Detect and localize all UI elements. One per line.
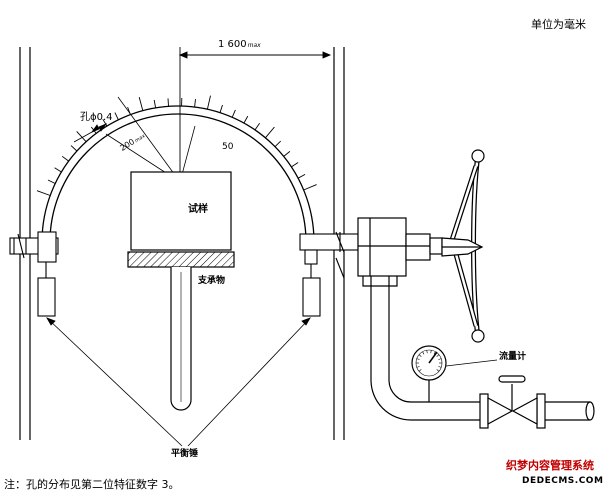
- support-label: 支承物: [198, 277, 225, 286]
- left-counterweight: [38, 262, 55, 316]
- arc-tick: [139, 97, 143, 111]
- arc-tick: [220, 105, 223, 113]
- hole-label: 孔ϕ0.4: [80, 113, 113, 123]
- arc-tick: [284, 151, 290, 156]
- arc-tick: [232, 110, 235, 117]
- arc-tick: [195, 99, 196, 107]
- tick-50-label: 50: [222, 143, 233, 152]
- arc-tick: [48, 180, 55, 184]
- arc-tick: [37, 191, 50, 196]
- watermark-text: 织梦内容管理系统: [506, 460, 594, 471]
- arc-tick: [291, 163, 298, 167]
- handwheel: [430, 150, 484, 342]
- arc-tick: [255, 123, 260, 130]
- valve: [480, 376, 545, 428]
- support-plate: [128, 252, 234, 267]
- arc-tick: [71, 146, 77, 151]
- pipe-housing: [358, 218, 430, 276]
- arc-tick: [207, 96, 210, 110]
- arc-tick: [244, 116, 248, 123]
- arc-tick: [115, 113, 119, 120]
- arc-tick: [154, 100, 155, 108]
- arc-tick: [55, 168, 62, 172]
- arc-tick: [304, 185, 317, 190]
- specimen-box: [131, 172, 231, 250]
- supply-pipe: [363, 276, 594, 420]
- dimension-value: 1 600: [218, 39, 247, 50]
- dimension-label: 1 600max: [218, 40, 261, 50]
- watermark-url: DEDECMS.COM: [522, 477, 603, 486]
- arc-tick: [298, 174, 305, 178]
- arc-tick: [62, 156, 68, 161]
- arc-tick: [275, 141, 281, 147]
- dimension-line: [180, 47, 330, 180]
- right-pivot: [300, 232, 358, 278]
- arc-tick: [168, 98, 169, 106]
- counterweight-label: 平衡锤: [171, 450, 198, 459]
- right-counterweight: [303, 264, 320, 316]
- specimen-label: 试样: [188, 205, 208, 215]
- arc-tick: [265, 127, 274, 138]
- flowmeter-label: 流量计: [499, 353, 526, 362]
- footnote: 注：孔的分布见第二位特征数字 3。: [4, 479, 180, 490]
- unit-label: 单位为毫米: [531, 19, 586, 30]
- left-pivot: [10, 232, 58, 262]
- dimension-suffix: max: [248, 42, 261, 49]
